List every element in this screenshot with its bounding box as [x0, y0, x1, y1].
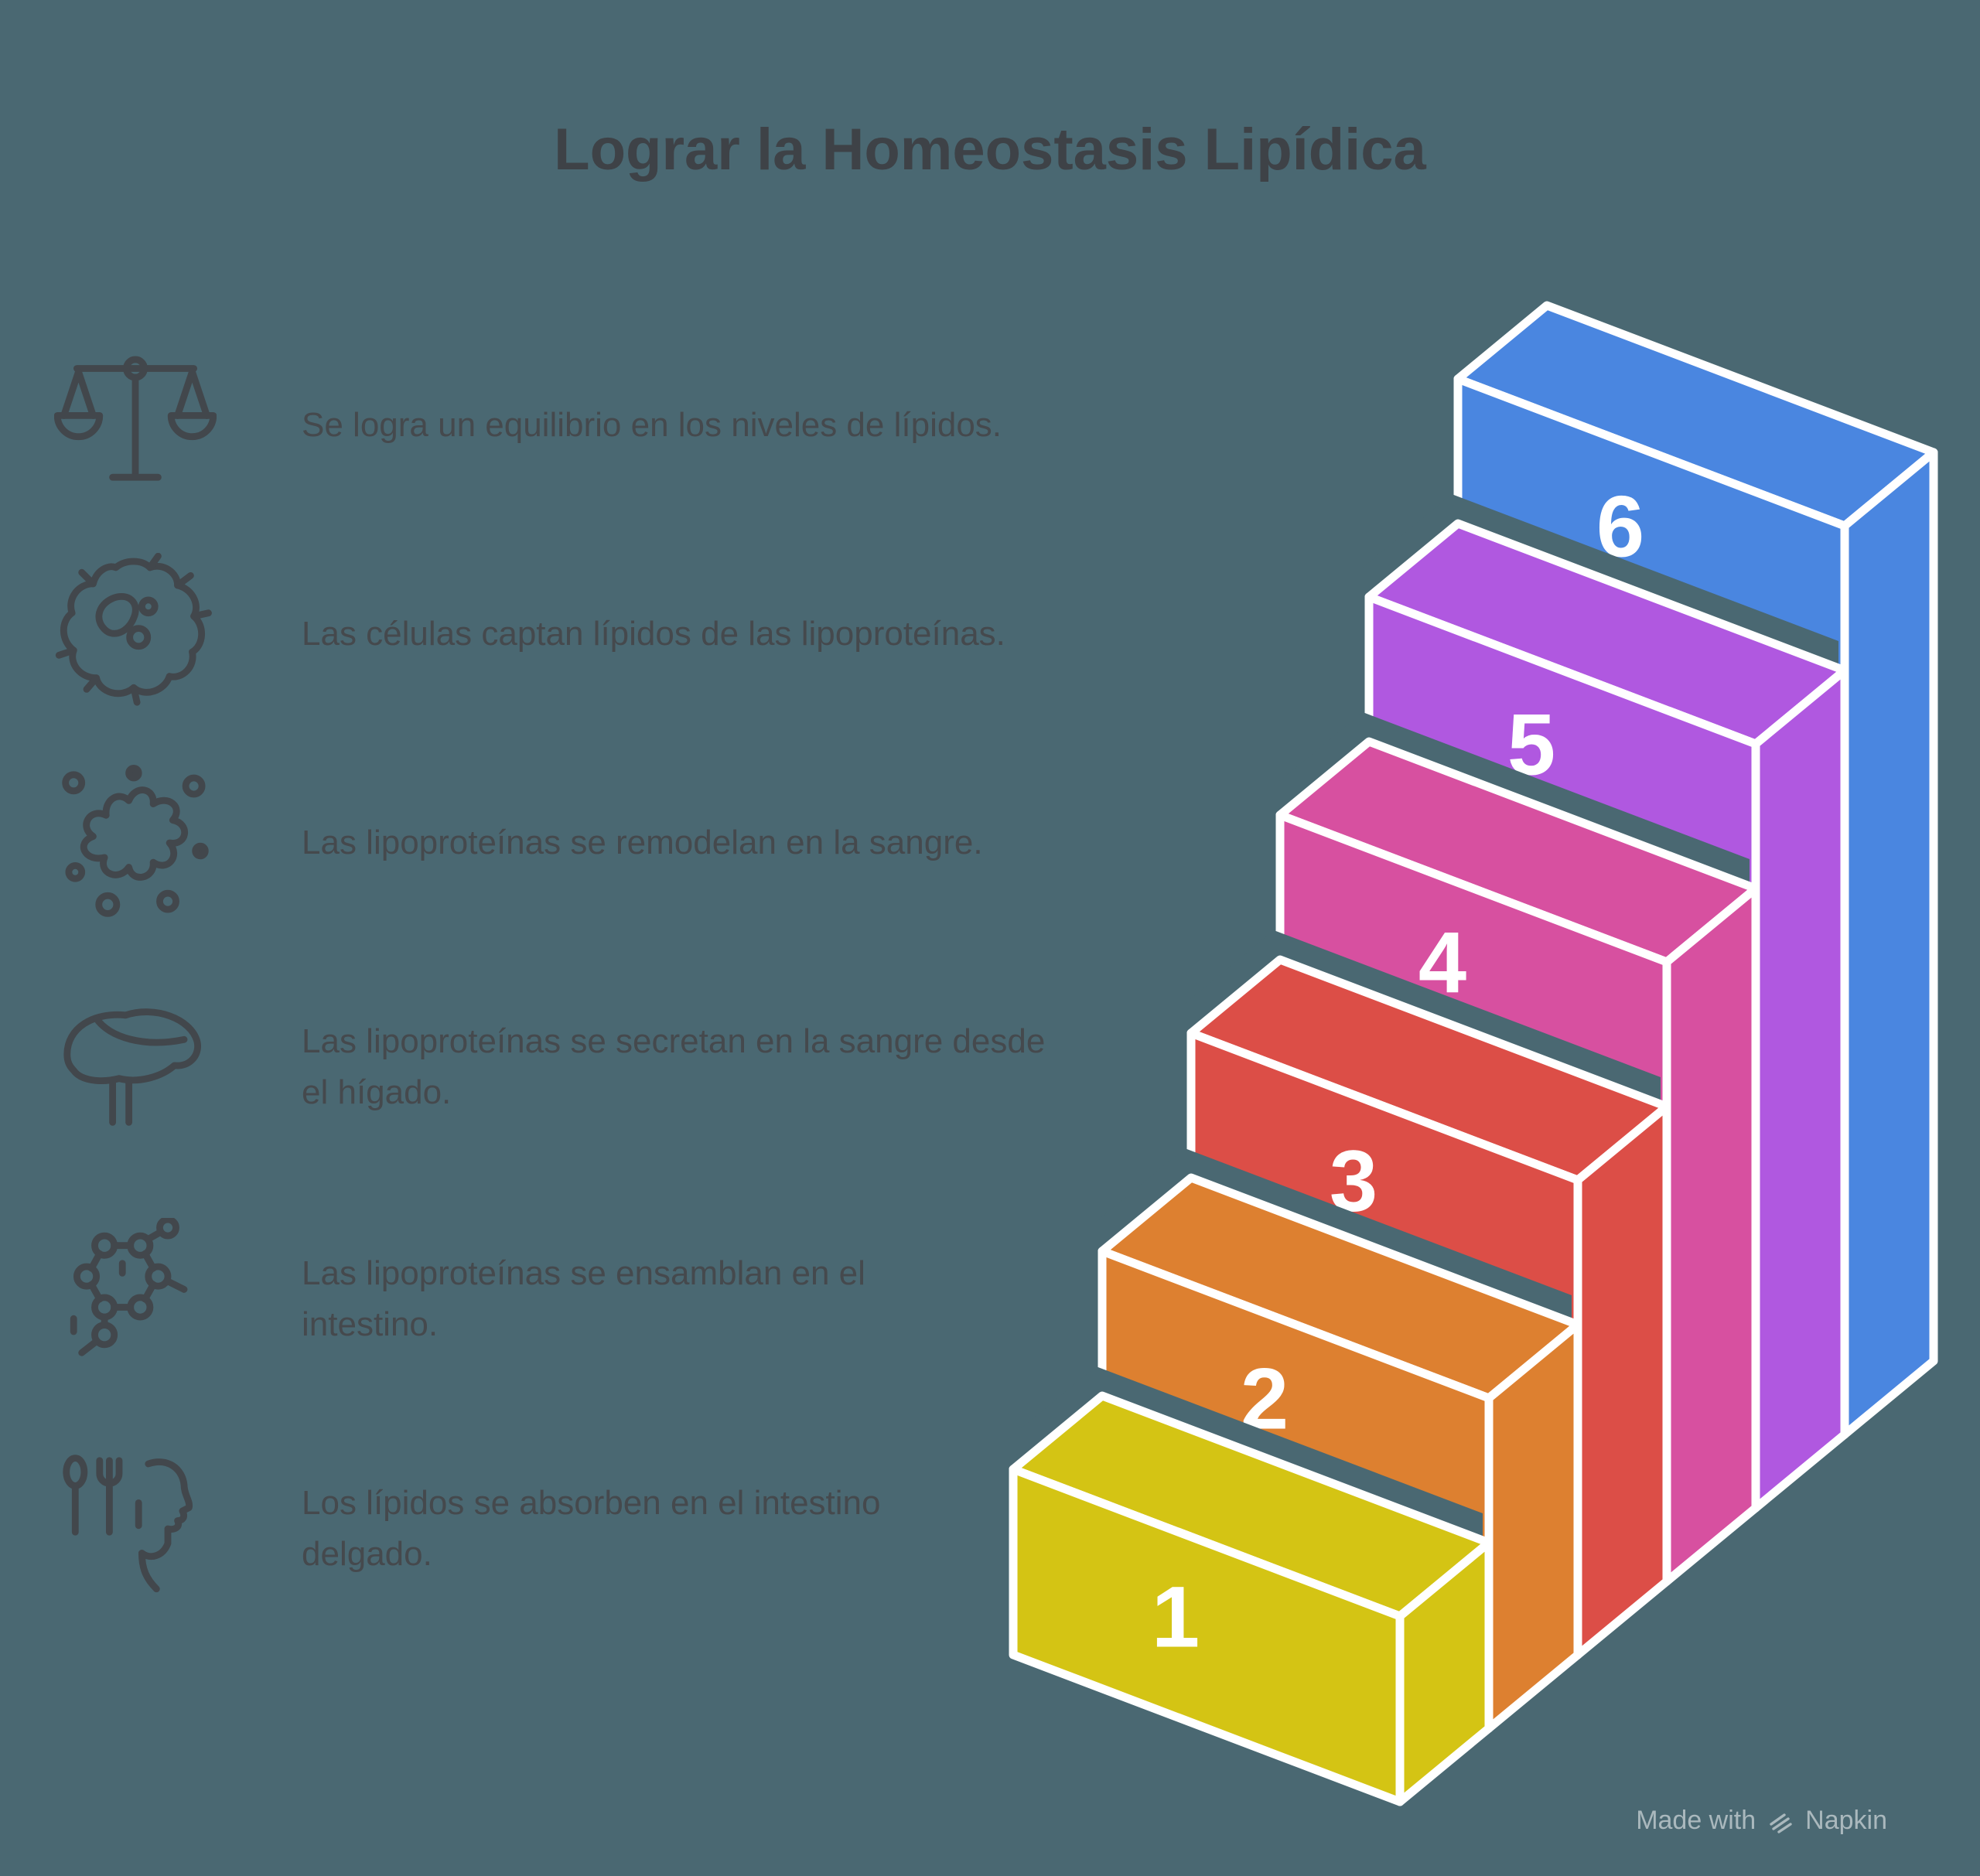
liver-icon	[54, 986, 217, 1148]
list-item-equilibrio: Se logra un equilibrio en los niveles de…	[53, 336, 1002, 514]
list-item-text: Se logra un equilibrio en los niveles de…	[302, 406, 1002, 444]
made-with-napkin-watermark: Made with Napkin	[1636, 1805, 1887, 1836]
list-item-remodelan: Las lipoproteínas se remodelan en la san…	[54, 754, 983, 932]
watermark-prefix: Made with	[1636, 1805, 1756, 1835]
step-side-face	[1840, 448, 1938, 1439]
balance-scale-icon	[53, 344, 217, 507]
page-title: Lograr la Homeostasis Lipídica	[554, 117, 1426, 182]
step-number: 1	[1152, 1569, 1200, 1666]
list-item-text: Las células captan lípidos de las lipopr…	[302, 615, 1005, 653]
list-item-ensamblan: Las lipoproteínas se ensamblan en el int…	[54, 1210, 865, 1388]
list-item-absorben: Los lípidos se absorben en el intestino …	[54, 1440, 881, 1618]
step-side-face	[1751, 666, 1849, 1513]
list-item-text: Las lipoproteínas se ensamblan en el int…	[302, 1254, 865, 1343]
list-item-celulas: Las células captan lípidos de las lipopr…	[54, 545, 1005, 723]
list-item-secretan: Las lipoproteínas se secretan en la sang…	[54, 978, 1045, 1156]
cell-icon	[54, 552, 217, 715]
list-item-text: Los lípidos se absorben en el intestino …	[302, 1484, 881, 1573]
splat-icon	[54, 762, 217, 924]
step-side-face	[1573, 1102, 1671, 1659]
list-item-text: Las lipoproteínas se secretan en la sang…	[302, 1022, 1046, 1111]
molecule-icon	[54, 1216, 217, 1380]
stair-step-1: 1	[1007, 1366, 1494, 1806]
napkin-logo-icon	[1770, 1813, 1792, 1833]
meal-icon	[54, 1448, 217, 1610]
watermark-brand: Napkin	[1805, 1805, 1887, 1835]
list-item-text: Las lipoproteínas se remodelan en la san…	[302, 824, 983, 861]
step-side-face	[1484, 1320, 1582, 1733]
step-front-face	[1009, 1465, 1405, 1806]
step-side-face	[1662, 884, 1760, 1586]
